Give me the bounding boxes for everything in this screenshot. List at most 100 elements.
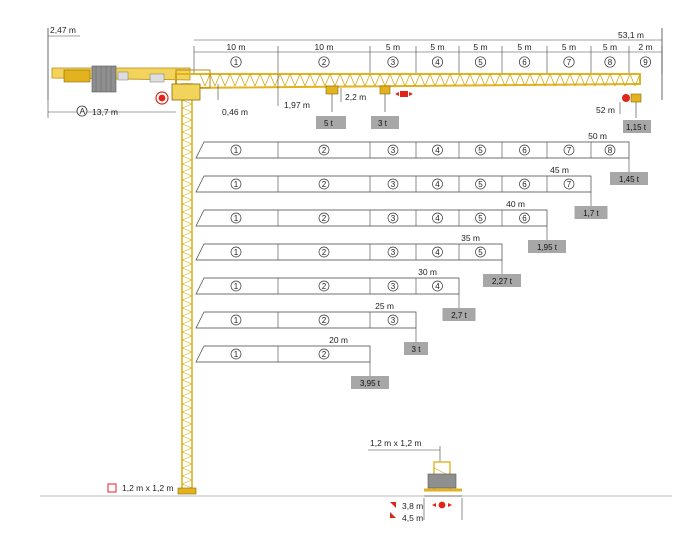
tower-mast: [171, 83, 201, 495]
segment-length-label: 5 m: [562, 42, 576, 52]
configuration-outline: [195, 311, 417, 329]
segment-number-label: 4: [435, 214, 440, 223]
segment-number-label: 4: [435, 282, 440, 291]
segment-number-badge: [519, 144, 530, 156]
slewing-marker: [155, 91, 169, 105]
segment-number-badge: [475, 246, 486, 258]
total-length-label: 53,1 m: [618, 30, 644, 40]
segment-number-badge: [387, 246, 399, 258]
segment-number-label: 5: [478, 58, 483, 67]
segment-number-badge: [431, 56, 444, 68]
segment-number-badge: [475, 178, 486, 190]
segment-number-label: 5: [478, 248, 483, 257]
configuration-length-label: 30 m: [418, 267, 437, 277]
load-box-3t: [371, 116, 399, 129]
tip-marker: [622, 94, 630, 102]
segment-number-badge: [432, 280, 443, 292]
segment-number-badge: [387, 56, 399, 68]
segment-number-label: 3: [391, 316, 396, 325]
configuration-length-label: 50 m: [588, 131, 607, 141]
load-5t-label: 5 t: [324, 119, 334, 128]
configuration-load-box: [442, 308, 476, 321]
configuration-load-box: [404, 342, 428, 355]
segment-number-label: 2: [322, 248, 327, 257]
segment-number-badge: [475, 144, 486, 156]
tower-top-dimensions: 0,46 m 1,97 m 2,2 m: [217, 74, 366, 117]
segment-number-badge: [563, 178, 575, 190]
configuration-load-box: [483, 274, 521, 287]
segment-length-label: 5 m: [430, 42, 444, 52]
segment-number-label: 1: [234, 248, 239, 257]
segment-number-label: 8: [608, 58, 613, 67]
segment-number-badge: [387, 212, 399, 224]
segment-length-label: 5 m: [517, 42, 531, 52]
mast-section-dimension: 1,2 m x 1,2 m: [107, 483, 174, 493]
configuration-load-box: [528, 240, 566, 253]
segment-number-label: 8: [608, 146, 613, 155]
segment-number-label: 2: [322, 316, 327, 325]
configuration-length-label: 35 m: [461, 233, 480, 243]
segment-number-badge: [518, 56, 531, 68]
base-section-label: 1,2 m x 1,2 m: [370, 438, 422, 448]
segment-number-badge: [432, 246, 443, 258]
segment-number-badge: [230, 178, 242, 190]
counter-jib-label: 13,7 m: [92, 107, 118, 117]
segment-number-label: 4: [435, 248, 440, 257]
base-dim-a-label: 3,8 m: [402, 501, 423, 511]
segment-number-badge: [519, 178, 530, 190]
segment-length-label: 10 m: [315, 42, 334, 52]
hook-drop-label: 2,2 m: [345, 92, 366, 102]
counter-jib-dimension: A 13,7 m: [47, 100, 176, 118]
segment-number-label: 7: [567, 180, 572, 189]
segment-number-label: 1: [234, 282, 239, 291]
segment-number-badge: [318, 178, 330, 190]
counter-jib: [51, 65, 191, 93]
segment-number-label: 1: [234, 316, 239, 325]
segment-number-badge: [563, 56, 575, 68]
segment-number-badge: [230, 314, 242, 326]
segment-number-label: 3: [391, 282, 396, 291]
jib-depth-label: 1,97 m: [284, 100, 310, 110]
segment-number-label: 9: [643, 58, 648, 67]
segment-number-badge: [387, 314, 399, 326]
segment-number-label: 2: [322, 214, 327, 223]
segment-number-badge: [318, 314, 330, 326]
segment-length-label: 5 m: [603, 42, 617, 52]
configuration-outline: [195, 209, 548, 227]
configuration-load-label: 1,95 t: [537, 243, 558, 252]
segment-number-badge: [432, 212, 443, 224]
segment-length-label: 2 m: [638, 42, 652, 52]
segment-number-badge: [230, 56, 242, 68]
segment-number-badge: [604, 56, 616, 68]
segment-number-label: 3: [391, 180, 396, 189]
segment-number-label: 1: [234, 350, 239, 359]
load-3t-label: 3 t: [378, 119, 388, 128]
configuration-load-label: 1,45 t: [619, 175, 640, 184]
configuration-length-label: 20 m: [329, 335, 348, 345]
segment-number-label: 4: [435, 146, 440, 155]
segment-number-badge: [318, 212, 330, 224]
tip-height-label: 2,47 m: [50, 25, 76, 35]
segment-number-label: 1: [234, 58, 239, 67]
configuration-outline: [195, 345, 371, 363]
segment-number-badge: [519, 212, 530, 224]
segment-number-label: 7: [567, 146, 572, 155]
segment-number-label: 4: [435, 180, 440, 189]
base-ballast: [427, 473, 457, 489]
segment-number-label: 6: [522, 180, 527, 189]
configuration-load-label: 3 t: [412, 345, 422, 354]
configuration-load-label: 2,27 t: [492, 277, 513, 286]
segment-number-label: 2: [322, 350, 327, 359]
segment-number-badge: [475, 212, 486, 224]
segment-number-badge: [387, 144, 399, 156]
configuration-load-label: 3,95 t: [360, 379, 381, 388]
segment-number-label: 1: [234, 146, 239, 155]
base-dim-b-label: 4,5 m: [402, 513, 423, 523]
